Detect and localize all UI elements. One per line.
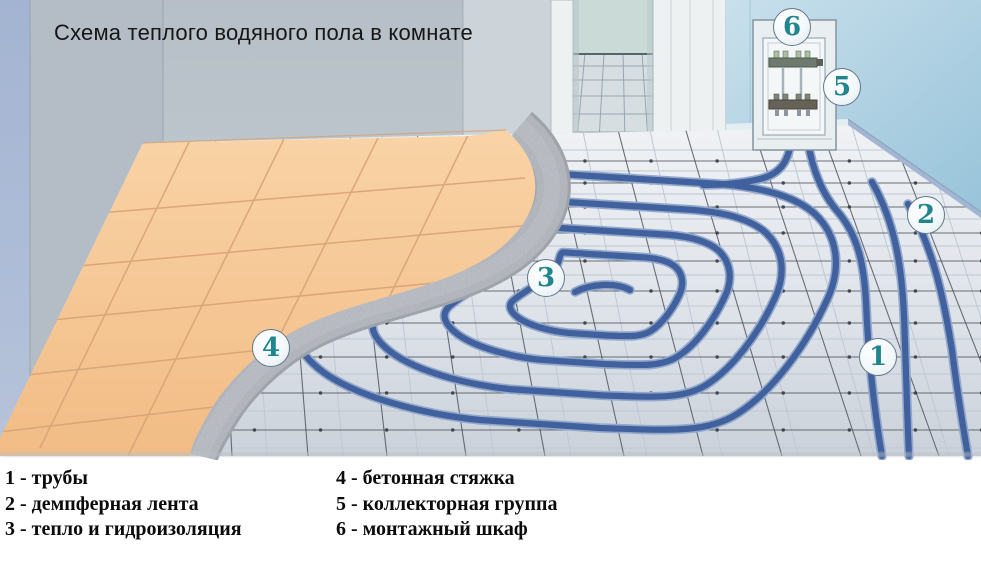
- callout-4-concrete-screed: 4: [252, 329, 290, 367]
- legend-column-left: 1 - трубы 2 - демпферная лента 3 - тепло…: [5, 466, 242, 543]
- manifold-top: [768, 57, 818, 68]
- diagram-title: Схема теплого водяного пола в комнате: [54, 20, 473, 45]
- legend-item-concrete-screed: 4 - бетонная стяжка: [336, 467, 515, 489]
- legend-item-damper-tape: 2 - демпферная лента: [5, 492, 199, 515]
- collector-group: [768, 50, 823, 116]
- callout-6-mounting-cabinet: 6: [773, 8, 811, 46]
- callout-5-collector-group: 5: [823, 68, 861, 106]
- door-frame-left: [550, 0, 574, 141]
- callout-3-insulation: 3: [527, 259, 565, 297]
- legend-item-pipes: 1 - трубы: [5, 467, 88, 489]
- legend-column-right: 4 - бетонная стяжка 5 - коллекторная гру…: [336, 466, 558, 543]
- legend-item-mounting-cabinet: 6 - монтажный шкаф: [336, 518, 528, 540]
- room-illustration: [0, 0, 981, 460]
- doorway: [573, 0, 653, 141]
- manifold-bottom: [768, 99, 818, 110]
- callout-2-damper-tape: 2: [907, 196, 945, 234]
- cabinet-door: [762, 37, 826, 136]
- legend-item-insulation: 3 - тепло и гидроизоляция: [5, 518, 242, 540]
- legend-item-collector-group: 5 - коллекторная группа: [336, 492, 558, 515]
- doorway-far-wall: [573, 0, 653, 54]
- finished-tile-floor: [0, 129, 536, 456]
- illustration-bottom-shadow: [0, 452, 981, 457]
- left-wall-strip: [0, 0, 30, 456]
- callout-1-pipes: 1: [859, 338, 897, 376]
- legend: 1 - трубы 2 - демпферная лента 3 - тепло…: [0, 466, 981, 566]
- concrete-screed-band: [182, 111, 571, 460]
